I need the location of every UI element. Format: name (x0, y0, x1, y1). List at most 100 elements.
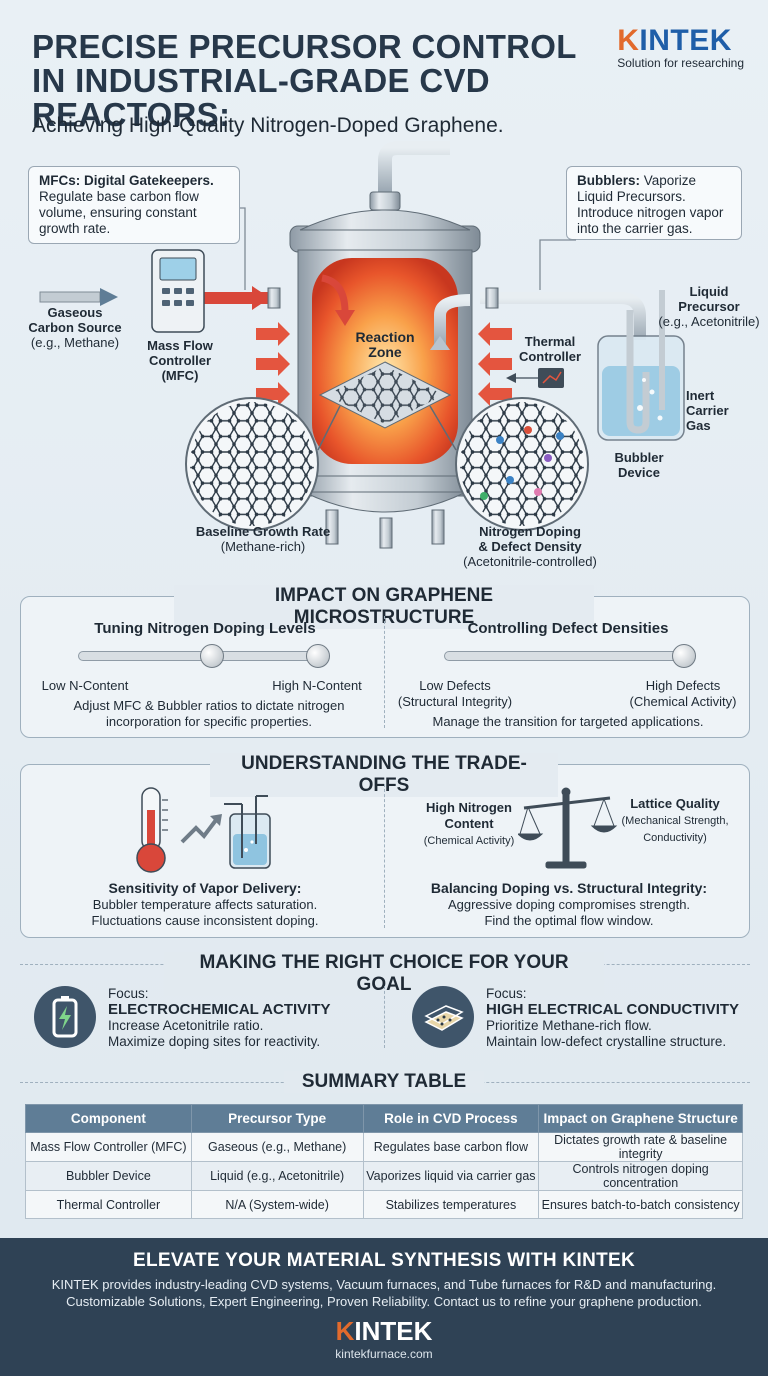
liquid-line3: (e.g., Acetonitrile) (658, 314, 760, 329)
table-cell: N/A (System-wide) (190, 1190, 364, 1219)
table-cell: Dictates growth rate & baseline integrit… (538, 1132, 743, 1162)
table-header-row: Component Precursor Type Role in CVD Pro… (25, 1104, 743, 1133)
table-cell: Regulates base carbon flow (362, 1132, 540, 1162)
thermometer-bubbler-illustration (136, 787, 271, 873)
table-cell: Thermal Controller (25, 1190, 192, 1219)
table-cell: Mass Flow Controller (MFC) (25, 1132, 192, 1162)
kintek-logo[interactable]: KINTEK Solution for researching (617, 24, 744, 70)
table-cell: Controls nitrogen doping concentration (538, 1161, 743, 1191)
inert-line2: Carrier (686, 403, 729, 418)
high-n-content-label: High N-Content (272, 678, 362, 693)
doping-slider-knob-high[interactable] (306, 644, 330, 668)
table-cell: Liquid (e.g., Acetonitrile) (190, 1161, 364, 1191)
doping-line3: (Acetonitrile-controlled) (463, 554, 597, 569)
lattice-line3: Conductivity) (643, 832, 707, 844)
doping-label: Nitrogen Doping & Defect Density (Aceton… (450, 524, 610, 569)
right-goal-line2: Maintain low-defect crystalline structur… (486, 1034, 727, 1049)
left-goal-title: ELECTROCHEMICAL ACTIVITY (108, 1001, 331, 1018)
defect-densities-heading: Controlling Defect Densities (467, 620, 669, 637)
footer-text: KINTEK provides industry-leading CVD sys… (0, 1276, 768, 1310)
defect-slider-track[interactable] (444, 651, 694, 661)
doping-levels-text: Adjust MFC & Bubbler ratios to dictate n… (73, 698, 345, 729)
choice-title: MAKING THE RIGHT CHOICE FOR YOUR GOAL (164, 952, 604, 996)
bubbler-callout-text: Vaporize Liquid Precursors. Introduce ni… (577, 173, 724, 236)
reaction-line1: Reaction (355, 329, 415, 345)
balance-scale-icon (518, 787, 618, 869)
thermometer-icon (136, 787, 168, 873)
logo-tagline: Solution for researching (617, 56, 744, 70)
header-impact: Impact on Graphene Structure (538, 1104, 743, 1133)
footer-logo-k: K (335, 1316, 355, 1346)
inert-gas-label: Inert Carrier Gas (686, 388, 736, 433)
thermal-line2: Controller (518, 349, 582, 364)
low-defects-label: Low Defects (Structural Integrity) (390, 678, 520, 710)
footer-logo-word: INTEK (354, 1316, 433, 1346)
liquid-line1: Liquid (689, 284, 729, 299)
low-defects-line1: Low Defects (419, 678, 491, 693)
defect-slider-knob[interactable] (672, 644, 696, 668)
vapor-sensitivity-text: Bubbler temperature affects saturation. … (40, 897, 370, 929)
high-defects-line1: High Defects (645, 678, 721, 693)
summary-title: SUMMARY TABLE (284, 1071, 484, 1093)
balancing-heading: Balancing Doping vs. Structural Integrit… (430, 880, 708, 896)
balancing-line1: Aggressive doping compromises strength. (447, 897, 691, 912)
doping-slider-knob-low[interactable] (200, 644, 224, 668)
table-row: Mass Flow Controller (MFC) Gaseous (e.g.… (25, 1132, 743, 1162)
gas-source-line3: (e.g., Methane) (30, 335, 120, 350)
battery-icon (34, 986, 96, 1048)
bubbler-label: Bubbler Device (604, 450, 674, 480)
low-n-content-label: Low N-Content (41, 678, 129, 693)
left-goal-line2: Maximize doping sites for reactivity. (108, 1034, 321, 1049)
table-cell: Stabilizes temperatures (362, 1190, 540, 1219)
gas-source-line1: Gaseous (47, 305, 103, 320)
defect-densities-text: Manage the transition for targeted appli… (432, 714, 704, 729)
baseline-line1: Baseline Growth Rate (195, 524, 331, 539)
title-line-1: PRECISE PRECURSOR CONTROL (32, 28, 577, 65)
table-cell: Vaporizes liquid via carrier gas (362, 1161, 540, 1191)
vapor-line2: Fluctuations cause inconsistent doping. (91, 913, 319, 928)
title-line-2: IN INDUSTRIAL-GRADE CVD REACTORS: (32, 62, 490, 133)
lattice-line1: Lattice Quality (630, 796, 720, 811)
lattice-quality-label: Lattice Quality (Mechanical Strength, Co… (614, 796, 736, 846)
thermal-controller-label: Thermal Controller (510, 334, 590, 364)
mfc-line3: (MFC) (161, 368, 199, 383)
footer-line2: Customizable Solutions, Expert Engineeri… (66, 1294, 702, 1309)
footer: ELEVATE YOUR MATERIAL SYNTHESIS WITH KIN… (0, 1238, 768, 1376)
graphene-layer-icon (412, 986, 474, 1048)
inert-line3: Gas (686, 418, 711, 433)
table-cell: Gaseous (e.g., Methane) (190, 1132, 364, 1162)
mfc-line1: Mass Flow (147, 338, 213, 353)
table-row: Bubbler Device Liquid (e.g., Acetonitril… (25, 1161, 743, 1191)
bubbler-line1: Bubbler (614, 450, 664, 465)
high-defects-line2: (Chemical Activity) (629, 694, 737, 709)
doping-line1: Nitrogen Doping (479, 524, 581, 539)
bubbler-callout: Bubblers: Vaporize Liquid Precursors. In… (566, 166, 742, 240)
gas-source-label: Gaseous Carbon Source (e.g., Methane) (20, 305, 130, 350)
thermal-line1: Thermal (524, 334, 576, 349)
footer-url-link[interactable]: kintekfurnace.com (335, 1347, 433, 1361)
logo-k: K (617, 24, 640, 57)
liquid-precursor-label: Liquid Precursor (e.g., Acetonitrile) (654, 284, 764, 329)
inert-line1: Inert (686, 388, 715, 403)
vapor-line1: Bubbler temperature affects saturation. (92, 897, 318, 912)
baseline-label: Baseline Growth Rate (Methane-rich) (178, 524, 348, 554)
header-role: Role in CVD Process (362, 1104, 540, 1133)
lattice-line2: (Mechanical Strength, (621, 815, 729, 827)
header-precursor-type: Precursor Type (190, 1104, 364, 1133)
page-subtitle: Achieving High-Quality Nitrogen-Doped Gr… (32, 114, 504, 137)
footer-logo[interactable]: KINTEK (0, 1316, 768, 1347)
reaction-line2: Zone (368, 344, 402, 360)
mfc-callout-text: Regulate base carbon flow volume, ensuri… (39, 189, 199, 236)
conductivity-goal: Focus: HIGH ELECTRICAL CONDUCTIVITY Prio… (486, 986, 746, 1050)
right-focus-label: Focus: (486, 986, 527, 1001)
baseline-line2: (Methane-rich) (220, 539, 306, 554)
electrochemical-goal: Focus: ELECTROCHEMICAL ACTIVITY Increase… (108, 986, 378, 1050)
high-defects-label: High Defects (Chemical Activity) (620, 678, 746, 710)
right-goal-line1: Prioritize Methane-rich flow. (486, 1018, 652, 1033)
header-component: Component (25, 1104, 192, 1133)
footer-line1: KINTEK provides industry-leading CVD sys… (51, 1277, 717, 1292)
high-n-line3: (Chemical Activity) (423, 835, 515, 847)
summary-table: Component Precursor Type Role in CVD Pro… (25, 1104, 743, 1219)
bubbler-line2: Device (618, 465, 660, 480)
doping-levels-heading: Tuning Nitrogen Doping Levels (94, 620, 316, 637)
